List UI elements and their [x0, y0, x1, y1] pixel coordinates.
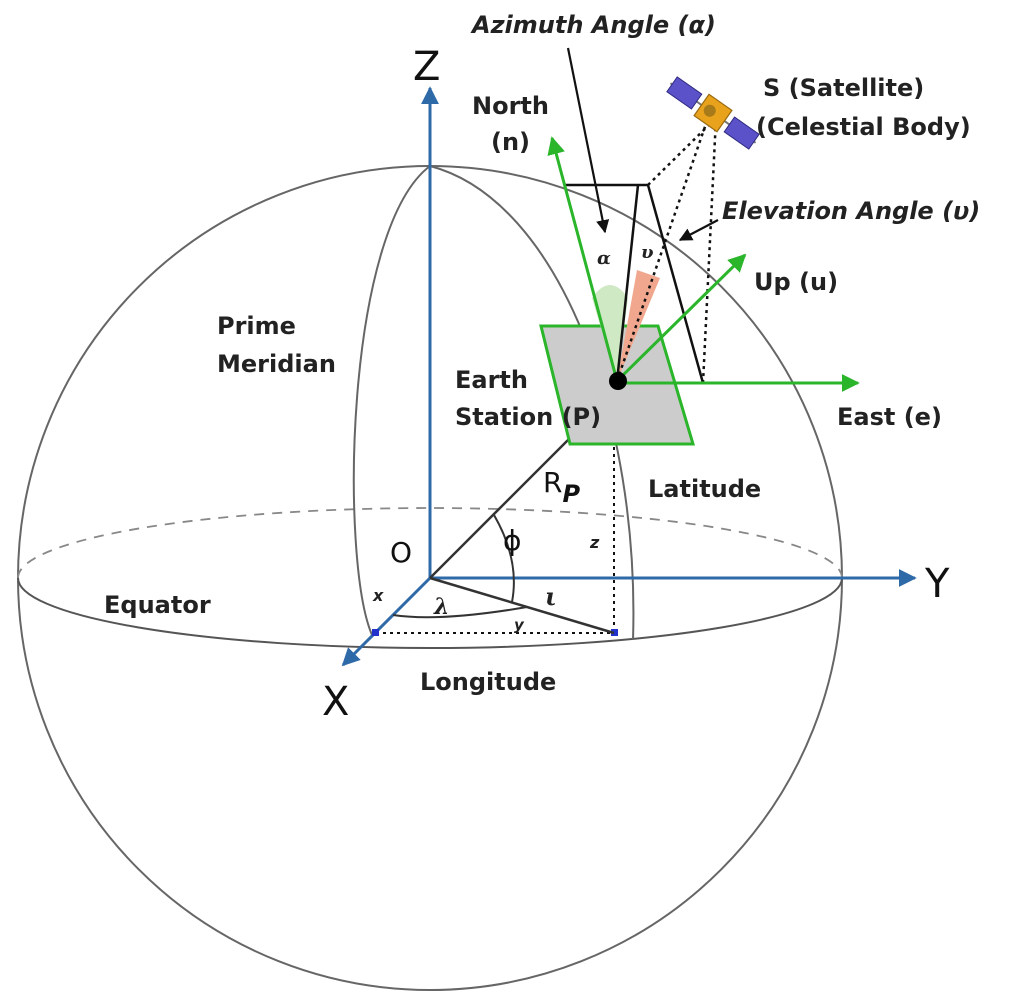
equator-label: Equator	[104, 591, 211, 619]
x-coordinate-label: x	[372, 586, 384, 605]
earth-station-label-line2: Station (P)	[455, 403, 601, 431]
line-of-sight-dotted-2	[647, 117, 717, 186]
azimuth-angle-label: Azimuth Angle (α)	[470, 11, 716, 39]
earth-station-label-line1: Earth	[455, 366, 528, 394]
equatorial-projection-line	[429, 576, 615, 635]
north-label-line1: North	[472, 92, 549, 120]
equator-front-arc	[17, 577, 843, 649]
elevation-pointer-arrow	[678, 219, 719, 241]
prime-meridian-arc	[352, 165, 431, 636]
equator-back-arc	[17, 507, 843, 579]
latitude-label: Latitude	[648, 475, 761, 503]
azimuth-pointer-arrow	[566, 47, 610, 234]
origin-label: O	[390, 536, 412, 569]
satellite-label-line2: (Celestial Body)	[756, 113, 971, 141]
radius-rp-label: RP	[543, 466, 580, 508]
phi-label: ϕ	[503, 524, 521, 557]
iota-label: ι	[545, 582, 557, 611]
z-coordinate-label: z	[589, 533, 600, 552]
y-coordinate-label: y	[514, 616, 525, 634]
alpha-angle-symbol: α	[597, 248, 611, 269]
x-axis-label: X	[322, 679, 349, 725]
earth-station-dot	[609, 372, 627, 390]
x-foot-marker	[372, 629, 379, 636]
station-to-satellite-ground-projection	[615, 184, 640, 382]
north-arrow	[547, 136, 619, 382]
line-of-sight-dotted-3	[701, 117, 718, 384]
z-axis-label: Z	[413, 44, 440, 90]
longitude-label: Longitude	[420, 668, 556, 696]
xy-foot-marker	[611, 629, 618, 636]
prime-meridian-label-line2: Meridian	[217, 350, 336, 378]
east-label: East (e)	[837, 403, 942, 431]
line-of-sight-dotted-1	[615, 117, 710, 382]
phi-angle-arc	[493, 514, 515, 603]
lambda-angle-arc	[392, 606, 528, 619]
upsilon-angle-symbol: υ	[641, 242, 654, 263]
radius-vector-rp	[429, 435, 573, 579]
up-label: Up (u)	[754, 268, 838, 296]
north-label-line2: (n)	[491, 128, 530, 156]
up-arrow	[615, 253, 747, 383]
satellite-label-line1: S (Satellite)	[763, 74, 924, 102]
elevation-angle-label: Elevation Angle (υ)	[722, 197, 980, 225]
x-axis	[341, 576, 432, 667]
prime-meridian-label-line1: Prime	[217, 312, 296, 340]
y-axis-label: Y	[924, 561, 950, 607]
satellite-icon	[666, 76, 760, 150]
lambda-label: λ	[433, 594, 449, 620]
